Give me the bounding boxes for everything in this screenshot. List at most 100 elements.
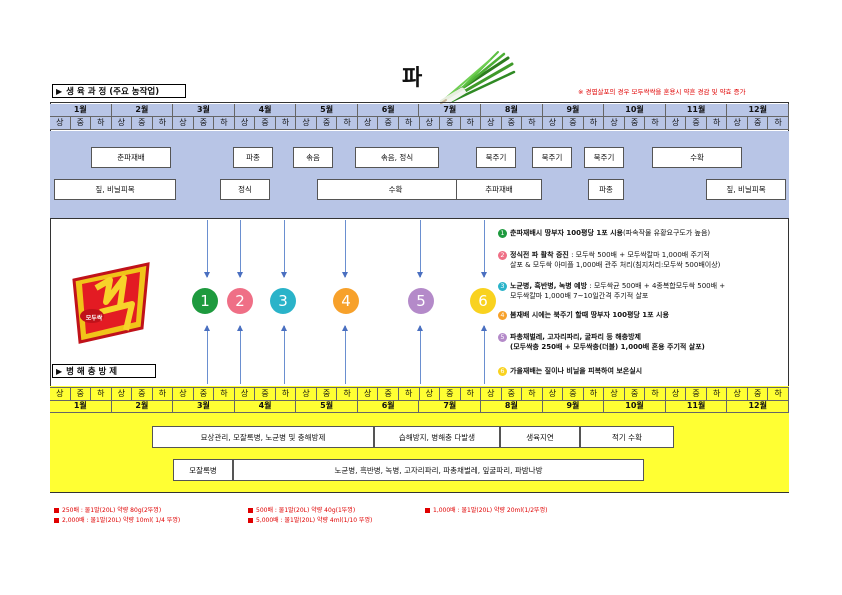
period-cell: 하 — [584, 117, 605, 129]
step-circle-5: 5 — [408, 288, 434, 314]
period-cell: 상 — [604, 388, 625, 400]
period-cell: 상 — [727, 388, 748, 400]
month-cell: 5월 — [296, 104, 358, 116]
legend-bold-text: 파총채벌레, 고자리파리, 굴파리 등 해충방제 — [510, 333, 641, 341]
period-cell: 하 — [214, 388, 235, 400]
month-cell: 10월 — [604, 400, 666, 412]
period-cell: 하 — [337, 117, 358, 129]
period-cell: 중 — [748, 117, 769, 129]
period-cell: 중 — [686, 388, 707, 400]
growth-section-label: ▶ 생 육 과 정 (주요 농작업) — [52, 84, 186, 98]
month-cell: 7월 — [419, 104, 482, 116]
period-cell: 상 — [296, 117, 317, 129]
legend-rest-text: (파속작물 유황요구도가 높음) — [622, 229, 711, 237]
legend-bold-text: 봄재배 시에는 북주기 할때 땅부자 100평당 1포 시용 — [510, 311, 669, 319]
month-cell: 7월 — [419, 400, 482, 412]
legend-bold-text: 정식전 파 활착 증진 — [510, 251, 569, 259]
pest-box-jeokgi: 적기 수확 — [580, 426, 674, 448]
page-title: 파 — [402, 66, 423, 91]
period-cell: 상 — [235, 117, 256, 129]
period-cell: 상 — [358, 388, 379, 400]
period-cell: 중 — [563, 388, 584, 400]
legend-rest-text: : 모두싹 500배 + 모두싹칼마 1,000배 주기적 — [568, 251, 710, 259]
period-cell: 하 — [399, 117, 420, 129]
period-cell: 하 — [153, 117, 174, 129]
period-cell: 하 — [214, 117, 235, 129]
month-cell: 3월 — [173, 400, 235, 412]
period-cell: 하 — [645, 117, 666, 129]
period-cell: 하 — [522, 388, 543, 400]
period-cell: 하 — [768, 117, 789, 129]
growth-box-sokeum-jeongsik: 솎음, 정식 — [355, 147, 439, 168]
month-cell: 4월 — [235, 104, 297, 116]
period-cell: 하 — [276, 388, 297, 400]
growth-box-bukjugi-1: 북주기 — [476, 147, 516, 168]
period-cell: 중 — [625, 117, 646, 129]
period-cell: 상 — [420, 388, 441, 400]
footnote-text: 500배 : 물1말(20L) 약량 40g(1뚜껑) — [256, 507, 356, 514]
month-cell: 2월 — [112, 104, 174, 116]
footnote-text: 1,000배 : 물1말(20L) 약량 20ml(1/2뚜껑) — [433, 507, 548, 514]
up-arrow — [342, 325, 348, 384]
footnote-text: 250배 : 물1말(20L) 약량 80g(2뚜껑) — [62, 507, 162, 514]
period-cell: 중 — [440, 388, 461, 400]
footnote-text: 5,000배 : 물1말(20L) 약량 4ml(1/10 뚜껑) — [256, 517, 373, 524]
step-circle-1: 1 — [192, 288, 218, 314]
month-cell: 8월 — [481, 104, 543, 116]
month-cell: 2월 — [112, 400, 174, 412]
period-cell: 상 — [543, 388, 564, 400]
legend-bold-text: 노균병, 흑반병, 녹병 예방 — [510, 282, 588, 290]
dilution-footnote: 1,000배 : 물1말(20L) 약량 20ml(1/2뚜껑) — [425, 505, 547, 514]
legend-number: 1 — [498, 228, 507, 238]
period-cell: 하 — [707, 388, 728, 400]
month-cell: 12월 — [727, 104, 789, 116]
period-cell: 상 — [481, 117, 502, 129]
growth-box-chunpa-1: 춘파재배 — [91, 147, 171, 168]
growth-box-pajong-2: 파종 — [588, 179, 624, 200]
legend-bold-text: 춘파재배시 땅부자 100평당 1포 시용 — [510, 229, 623, 237]
period-cell: 중 — [502, 117, 523, 129]
growth-band — [50, 131, 789, 218]
schedule-frame — [50, 102, 789, 493]
step-circle-2: 2 — [227, 288, 253, 314]
legend-line2-text: 모두싹칼마 1,000배 7~10일간격 주기적 살포 — [510, 292, 649, 300]
bullet-square-icon — [54, 508, 59, 513]
pest-box-misang: 묘상관리, 모잘록병, 노균병 및 충해방제 — [152, 426, 374, 448]
bullet-square-icon — [425, 508, 430, 513]
dilution-footnote: 2,000배 : 물1말(20L) 약량 10ml( 1/4 뚜껑) — [54, 515, 180, 524]
down-arrow — [417, 220, 423, 278]
period-cell: 상 — [50, 388, 71, 400]
growth-box-chupa: 추파재배 — [456, 179, 542, 200]
legend-bold-text: 가을재배는 짚이나 비닐을 피복하여 보온실시 — [510, 367, 643, 375]
legend-number: 4 — [498, 310, 507, 320]
period-cell: 하 — [337, 388, 358, 400]
period-cell: 하 — [584, 388, 605, 400]
down-arrow — [481, 220, 487, 278]
legend-line2-text: (모두싹충 250배 + 모두싹충(더블) 1,000배 혼용 주기적 살포) — [510, 343, 705, 351]
period-cell: 중 — [378, 388, 399, 400]
month-cell: 11월 — [666, 104, 728, 116]
period-cell: 하 — [461, 117, 482, 129]
period-cell: 중 — [194, 117, 215, 129]
growth-section-text: 생 육 과 정 (주요 농작업) — [66, 87, 160, 97]
legend-number: 3 — [498, 281, 507, 291]
period-cell: 중 — [378, 117, 399, 129]
period-cell: 상 — [727, 117, 748, 129]
period-cell: 상 — [420, 117, 441, 129]
growth-box-pajong: 파종 — [233, 147, 273, 168]
period-cell: 상 — [666, 388, 687, 400]
pest-box-seuphae: 습해방지, 병해충 다발생 — [374, 426, 500, 448]
month-cell: 9월 — [543, 104, 605, 116]
growth-box-bukjugi-2: 북주기 — [532, 147, 572, 168]
period-cell: 중 — [71, 388, 92, 400]
period-cell: 상 — [50, 117, 71, 129]
bullet-square-icon — [248, 508, 253, 513]
period-cell: 하 — [153, 388, 174, 400]
